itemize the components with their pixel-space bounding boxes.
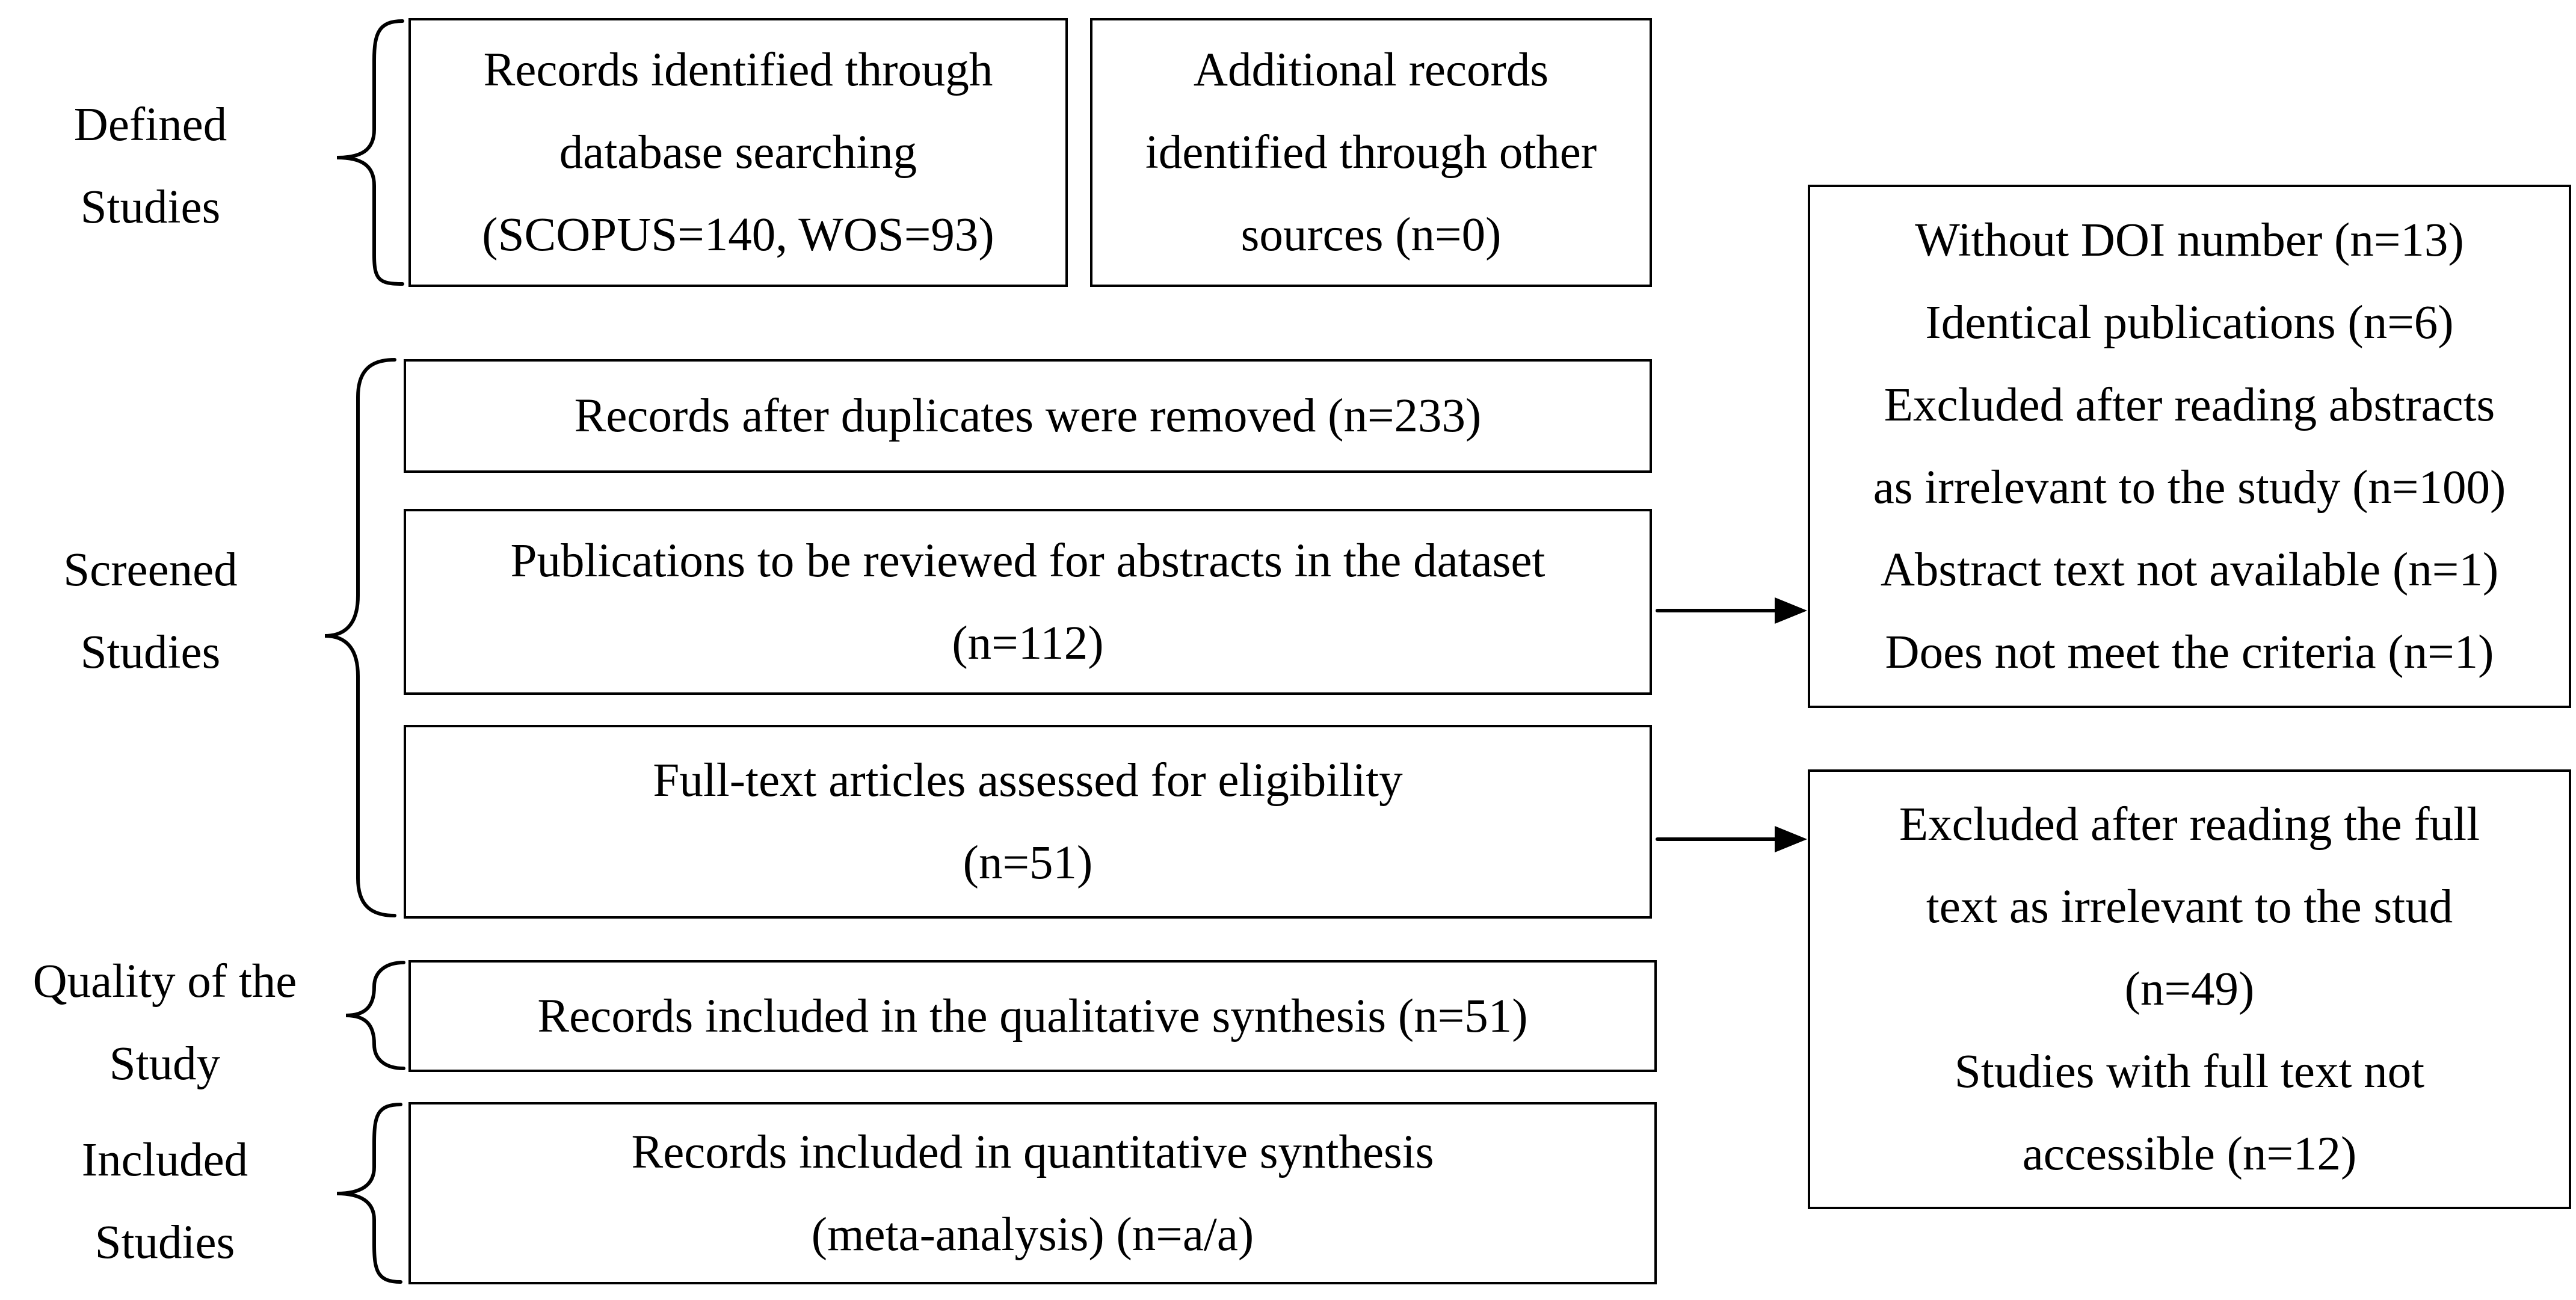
abstract-review-box: Publications to be reviewed for abstract… [404, 509, 1652, 695]
brace-defined [336, 19, 404, 286]
box-line: database searching [559, 126, 917, 179]
box-line: text as irrelevant to the stud [1926, 881, 2453, 933]
quantitative-synthesis-box: Records included in quantitative synthes… [408, 1102, 1657, 1284]
box-line: (SCOPUS=140, WOS=93) [482, 209, 994, 261]
box-line: Records identified through [483, 44, 993, 96]
arrowhead-fulltext [1775, 826, 1807, 852]
fulltext-eligibility-box: Full-text articles assessed for eligibil… [404, 725, 1652, 919]
stage-label-defined: Defined Studies [0, 84, 301, 248]
box-line: Excluded after reading the full [1899, 798, 2480, 851]
records-identified-database-box: Records identified through database sear… [408, 18, 1068, 287]
stage-label-included: Included Studies [0, 1119, 330, 1284]
box-line: (n=49) [2124, 963, 2255, 1015]
stage-label-line: Studies [94, 1216, 235, 1269]
box-line: Abstract text not available (n=1) [1880, 544, 2499, 596]
box-line: Records included in quantitative synthes… [631, 1126, 1434, 1178]
records-after-duplicates-box: Records after duplicates were removed (n… [404, 359, 1652, 473]
box-line: Publications to be reviewed for abstract… [510, 534, 1545, 587]
box-line: as irrelevant to the study (n=100) [1873, 461, 2506, 514]
stage-label-line: Studies [80, 181, 221, 233]
box-line: Additional records [1193, 44, 1549, 96]
box-line: accessible (n=12) [2022, 1128, 2357, 1180]
box-line: Full-text articles assessed for eligibil… [653, 754, 1403, 807]
brace-quality [345, 961, 405, 1070]
brace-included [336, 1103, 402, 1284]
stage-label-line: Defined [73, 99, 227, 151]
stage-label-line: Quality of the [32, 955, 297, 1008]
box-line: Does not meet the criteria (n=1) [1885, 626, 2494, 679]
box-line: Excluded after reading abstracts [1884, 379, 2495, 431]
stage-label-quality: Quality of the Study [0, 940, 330, 1105]
box-line: (n=51) [963, 837, 1093, 889]
box-line: Without DOI number (n=13) [1915, 214, 2464, 266]
stage-label-line: Included [81, 1134, 248, 1186]
box-line: sources (n=0) [1240, 209, 1502, 261]
stage-label-line: Studies [80, 626, 221, 679]
stage-label-screened: Screened Studies [0, 529, 301, 694]
arrowhead-abstract [1775, 597, 1807, 624]
box-line: (meta-analysis) (n=a/a) [811, 1208, 1254, 1261]
excluded-fulltext-box: Excluded after reading the full text as … [1808, 769, 2571, 1209]
excluded-abstract-box: Without DOI number (n=13) Identical publ… [1808, 185, 2571, 708]
box-line: identified through other [1145, 126, 1597, 179]
box-line: Identical publications (n=6) [1925, 297, 2454, 349]
box-line: Records included in the qualitative synt… [537, 990, 1528, 1043]
stage-label-line: Screened [63, 544, 238, 596]
brace-screened [324, 358, 396, 917]
box-line: Records after duplicates were removed (n… [574, 390, 1482, 442]
qualitative-synthesis-box: Records included in the qualitative synt… [408, 960, 1657, 1072]
box-line: (n=112) [952, 617, 1104, 670]
additional-records-box: Additional records identified through ot… [1090, 18, 1652, 287]
stage-label-line: Study [109, 1038, 221, 1090]
box-line: Studies with full text not [1954, 1046, 2425, 1098]
